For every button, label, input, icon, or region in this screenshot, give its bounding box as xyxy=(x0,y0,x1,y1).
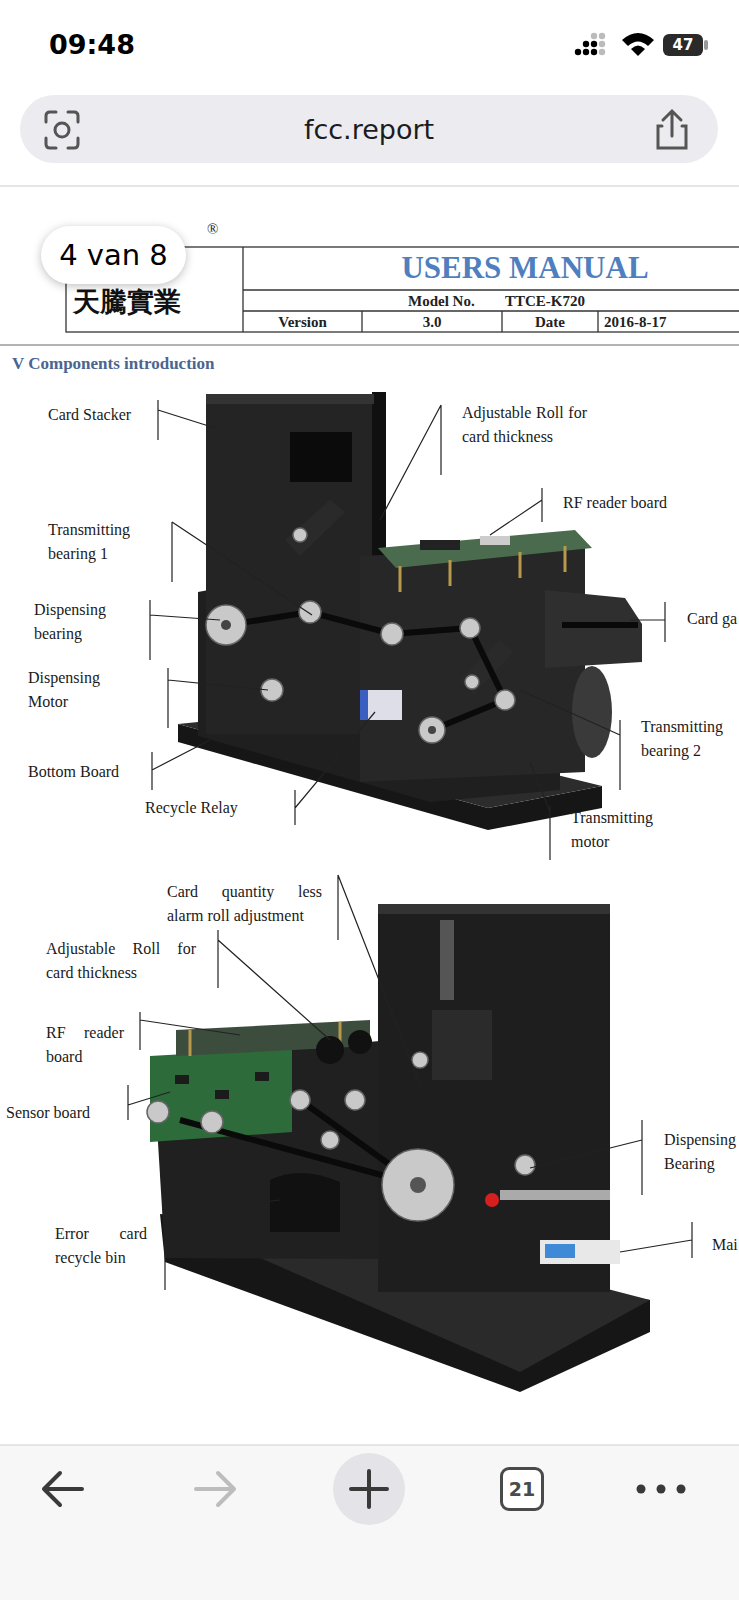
part-label: Adjustable Roll for card thickness xyxy=(46,937,196,985)
status-icons xyxy=(575,33,708,56)
table-cell: Model No. xyxy=(408,291,475,311)
part-label: Transmitting bearing 2 xyxy=(641,715,736,763)
node-text: 4 van 8 xyxy=(59,238,168,272)
part-label: Bottom Board xyxy=(28,760,119,784)
part-label: Error card recycle bin xyxy=(55,1222,147,1270)
company-logo: 天騰實業 xyxy=(73,286,181,318)
section-heading: V Components introduction xyxy=(12,353,214,375)
part-label: Adjustable Roll for card thickness xyxy=(462,401,587,449)
tab-count-button: 21 xyxy=(500,1467,544,1511)
part-label: Sensor board xyxy=(6,1101,90,1125)
address-bar: fcc.report xyxy=(20,95,718,163)
document-title: USERS MANUAL xyxy=(400,250,650,286)
part-label: Transmitting bearing 1 xyxy=(48,518,143,566)
part-label: Card Stacker xyxy=(48,403,131,427)
part-label: Transmitting motor xyxy=(571,806,666,854)
node-text: fcc.report xyxy=(304,114,434,145)
card-dispenser-photo xyxy=(178,392,642,830)
registered-mark: ® xyxy=(207,220,218,238)
browser-toolbar xyxy=(0,1445,739,1600)
card-dispenser-photo xyxy=(147,904,650,1392)
part-label: Card quantity less alarm roll adjustment xyxy=(167,880,322,928)
node-text: 21 xyxy=(509,1478,535,1500)
battery-level: 47 xyxy=(663,34,703,56)
status-time: 09:48 xyxy=(49,29,135,61)
table-cell: 3.0 xyxy=(362,312,502,332)
page-counter: 4 van 8 xyxy=(41,226,186,284)
leader-lines xyxy=(128,400,692,1290)
part-label: Card ga xyxy=(687,607,737,631)
table-cell: 2016-8-17 xyxy=(604,312,667,332)
part-label: Recycle Relay xyxy=(145,796,238,820)
part-label: Mai xyxy=(712,1233,738,1257)
part-label: RF reader board xyxy=(563,491,667,515)
table-cell: Date xyxy=(502,312,598,332)
table-cell: TTCE-K720 xyxy=(505,291,585,311)
part-label: Dispensing Motor xyxy=(28,666,113,714)
table-cell: Version xyxy=(243,312,362,332)
part-label: Dispensing Bearing xyxy=(664,1128,739,1176)
part-label: RF reader board xyxy=(46,1021,124,1069)
part-label: Dispensing bearing xyxy=(34,598,119,646)
